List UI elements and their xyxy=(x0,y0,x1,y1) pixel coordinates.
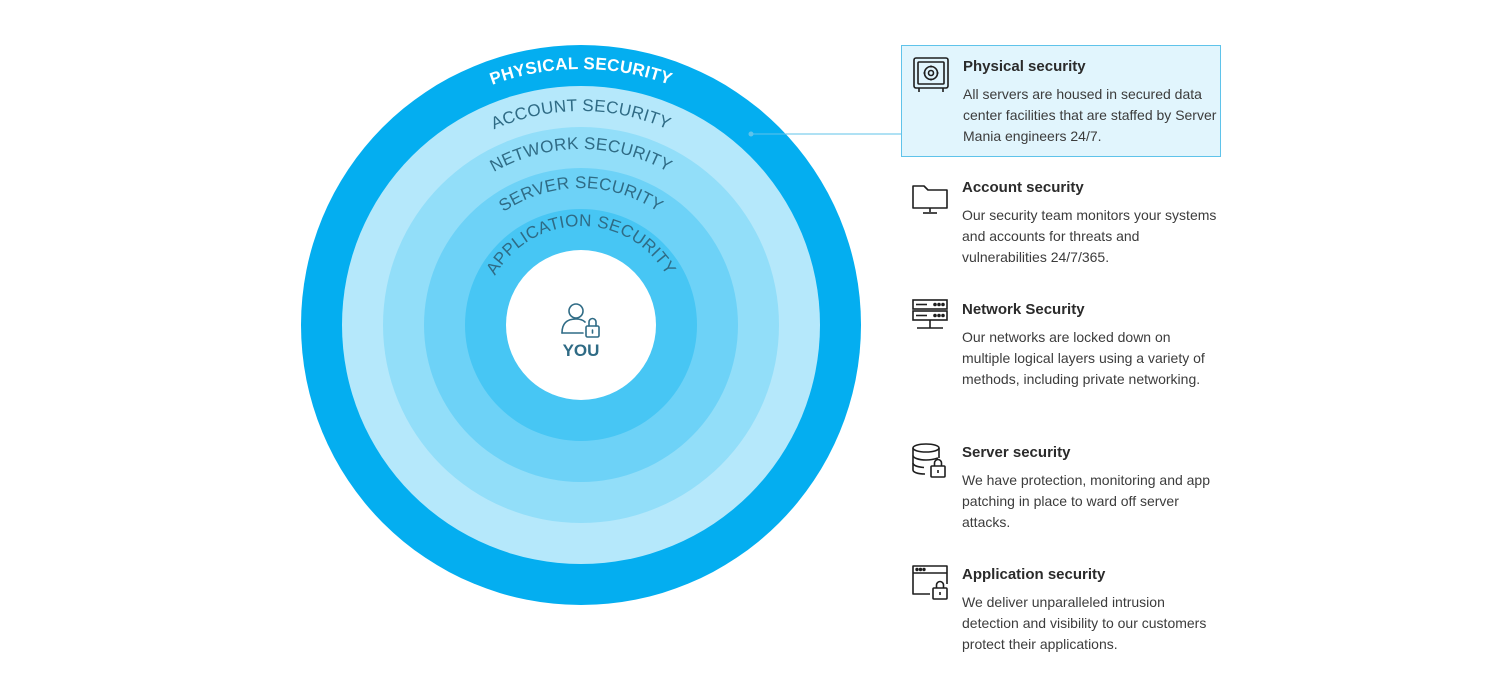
item-application-security[interactable]: Application security We deliver unparall… xyxy=(901,554,1221,666)
item-title: Account security xyxy=(962,179,1084,196)
item-title: Application security xyxy=(962,566,1106,583)
network-rack-icon xyxy=(912,299,948,329)
item-description: We have protection, monitoring and app p… xyxy=(962,472,1211,530)
item-account-security[interactable]: Account security Our security team monit… xyxy=(901,167,1221,279)
item-network-security[interactable]: Network Security Our networks are locked… xyxy=(901,289,1221,419)
database-lock-icon xyxy=(912,443,946,478)
item-description: Our security team monitors your systems … xyxy=(962,207,1217,265)
safe-icon xyxy=(913,57,949,92)
item-description: Our networks are locked down on multiple… xyxy=(962,329,1205,387)
window-lock-icon xyxy=(912,565,948,600)
you-label: YOU xyxy=(563,341,600,360)
user-lock-icon xyxy=(561,303,600,338)
folder-monitor-icon xyxy=(912,185,948,214)
item-title: Physical security xyxy=(963,58,1086,75)
center-circle xyxy=(506,250,656,400)
item-description: All servers are housed in secured data c… xyxy=(963,86,1217,144)
item-title: Network Security xyxy=(962,301,1085,318)
item-physical-security[interactable]: Physical security All servers are housed… xyxy=(901,45,1221,157)
item-title: Server security xyxy=(962,444,1071,461)
item-description: We deliver unparalleled intrusion detect… xyxy=(962,594,1207,652)
connector-line xyxy=(748,131,901,137)
item-server-security[interactable]: Server security We have protection, moni… xyxy=(901,432,1221,544)
